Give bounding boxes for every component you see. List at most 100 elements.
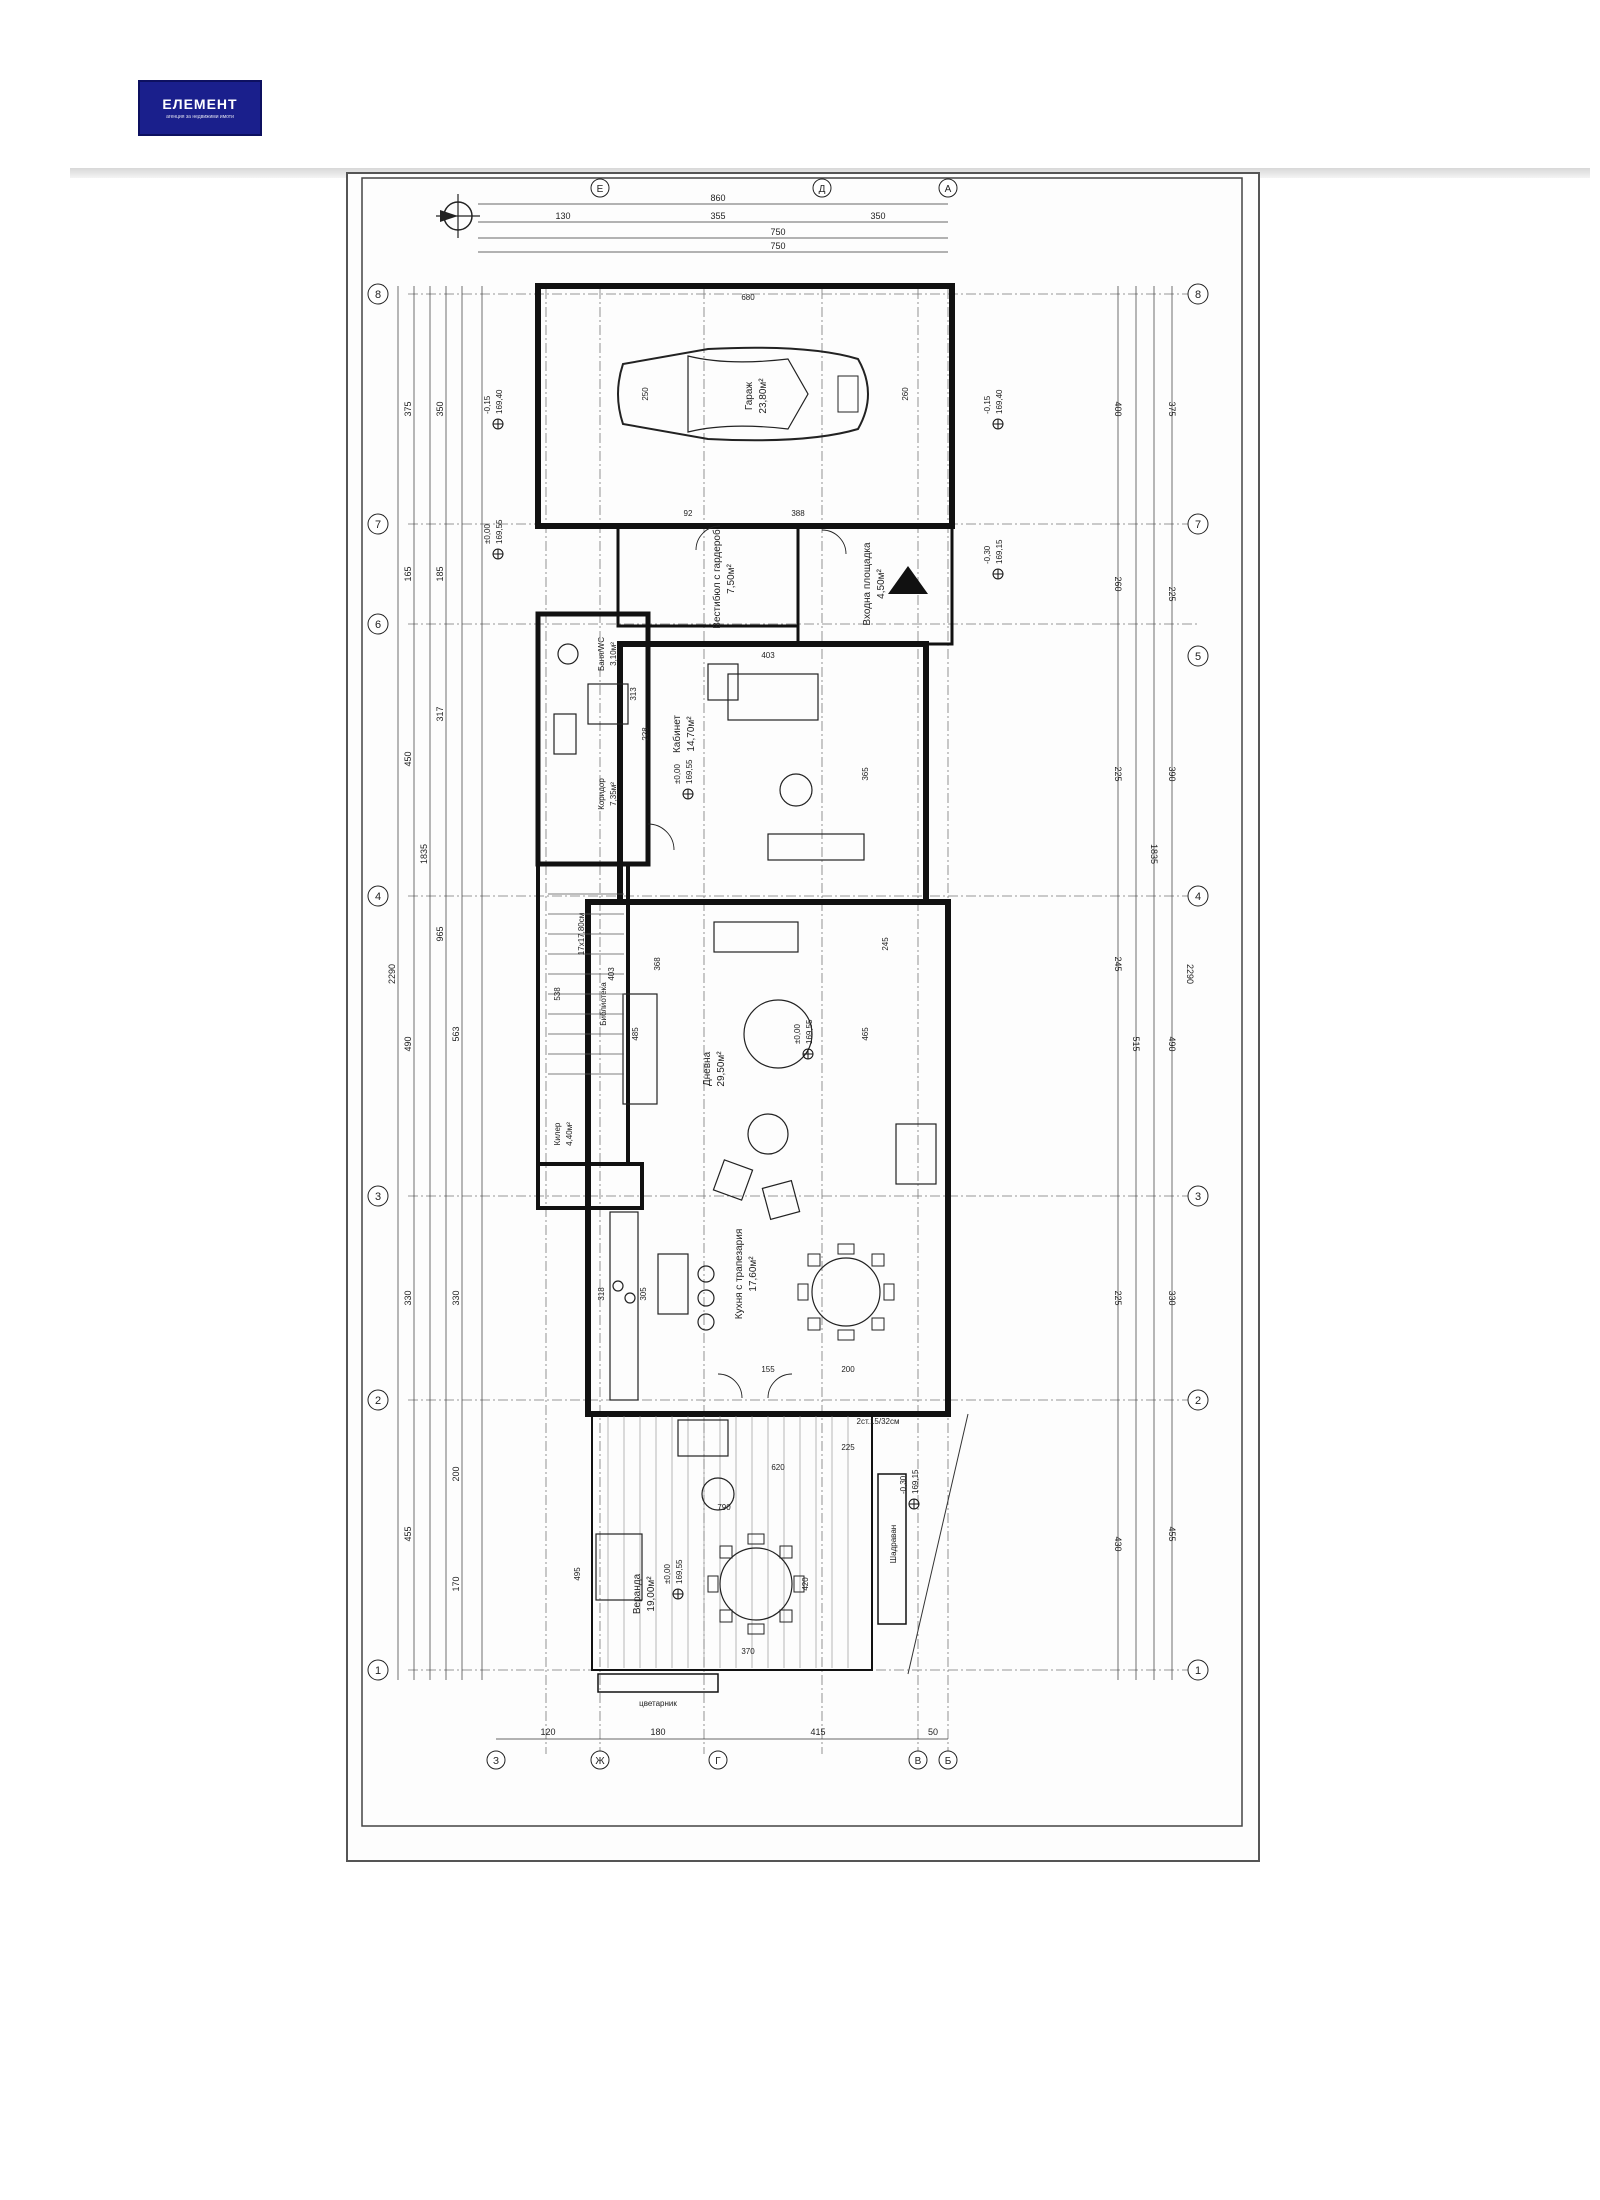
veranda-table-icon xyxy=(719,1547,793,1621)
dim-left-490: 490 xyxy=(403,1036,413,1051)
interior-dimensions: 250 260 680 388 92 403 313 228 365 485 4… xyxy=(553,293,910,1656)
dim-left-165: 165 xyxy=(403,566,413,581)
dim-inner-965: 965 xyxy=(435,926,445,941)
axis-marker-Z: З xyxy=(486,1750,506,1770)
axis-label-E: Е xyxy=(597,184,604,195)
dim-403b: 403 xyxy=(607,967,616,981)
drawing-sheet: 8 7 6 4 3 2 1 8 7 5 4 3 2 1 А Д Е З Ж Г … xyxy=(346,172,1260,1862)
vestibule-walls xyxy=(616,524,800,628)
shower-icon xyxy=(587,683,629,725)
svg-text:±0,00: ±0,00 xyxy=(793,1023,802,1044)
axis-label-G: Г xyxy=(715,1756,721,1767)
svg-text:29,50м²: 29,50м² xyxy=(716,1051,727,1087)
label-step-note: 2ст.15/32см xyxy=(857,1417,900,1426)
svg-text:169,15: 169,15 xyxy=(911,1469,920,1494)
dim-495: 495 xyxy=(573,1567,582,1581)
veranda-bench-icon xyxy=(677,1419,729,1457)
svg-text:Вестибюл с гардероб: Вестибюл с гардероб xyxy=(711,529,723,629)
left-dimension-texts: 2290 375 165 450 490 330 455 1835 350 18… xyxy=(387,401,461,1591)
stair-treads xyxy=(548,893,624,1075)
dim-right-330: 330 xyxy=(1167,1290,1177,1305)
axis-marker-2: 2 xyxy=(367,1389,389,1411)
svg-text:Килер: Килер xyxy=(553,1122,562,1145)
logo-title: ЕЛЕМЕНТ xyxy=(162,96,238,112)
dining-chairs xyxy=(707,1243,895,1635)
armchair-icon-2 xyxy=(761,1179,801,1221)
door-swing-terrace-b xyxy=(767,1373,793,1399)
dim-right-225a: 225 xyxy=(1167,586,1177,601)
elevation-entry-right: -0,30 169,15 xyxy=(983,539,1004,580)
axis-marker-6: 6 xyxy=(367,613,389,635)
north-arrow-icon xyxy=(436,194,480,238)
room-label-bath: Баня/WC 3,10м² xyxy=(597,637,618,671)
svg-text:4,40м²: 4,40м² xyxy=(565,1122,574,1146)
top-dim-350: 350 xyxy=(870,211,885,221)
elevation-garage-left: -0,15 169,40 xyxy=(483,389,504,430)
svg-text:169,40: 169,40 xyxy=(495,389,504,414)
dim-225: 225 xyxy=(841,1443,855,1452)
walls xyxy=(535,283,955,1671)
axis-marker-V: В xyxy=(908,1750,928,1770)
dim-right-1835: 1835 xyxy=(1149,844,1159,864)
desk-icon xyxy=(727,673,819,721)
floor-plan: 8 7 6 4 3 2 1 8 7 5 4 3 2 1 А Д Е З Ж Г … xyxy=(361,177,1243,1827)
dim-370: 370 xyxy=(741,1647,755,1656)
axis-marker-G: Г xyxy=(708,1750,728,1770)
right-dimension-lines xyxy=(1117,286,1173,1680)
svg-text:Гараж: Гараж xyxy=(744,382,755,411)
living-sofa-icon xyxy=(622,993,658,1105)
dim-right-515: 515 xyxy=(1131,1036,1141,1051)
veranda-decking xyxy=(607,1416,849,1668)
top-dim-130: 130 xyxy=(555,211,570,221)
dim-right-375: 375 xyxy=(1167,401,1177,416)
coffee-table-icon xyxy=(747,1113,789,1155)
axis-marker-1: 1 xyxy=(367,1659,389,1681)
dim-garage-388: 388 xyxy=(791,509,805,518)
svg-text:Дневна: Дневна xyxy=(702,1051,713,1086)
axis-label-2-right: 2 xyxy=(1195,1395,1201,1407)
dim-bottom-50: 50 xyxy=(928,1727,938,1737)
car-icon xyxy=(617,346,869,442)
axis-marker-E: Е xyxy=(590,178,610,198)
room-label-entry: Входна площадка 4,50м² xyxy=(862,542,887,626)
axis-label-1: 1 xyxy=(375,1665,381,1677)
room-label-corridor: Коридор 7,35м² xyxy=(597,778,618,810)
axis-label-7-right: 7 xyxy=(1195,519,1201,531)
door-swing-entry xyxy=(821,529,847,555)
elevation-study: ±0,00 169,55 xyxy=(673,759,694,800)
label-flower-bed: цветарник xyxy=(639,1699,677,1708)
dim-bottom-180: 180 xyxy=(650,1727,665,1737)
svg-text:Веранда: Веранда xyxy=(632,1573,643,1614)
svg-text:169,40: 169,40 xyxy=(995,389,1004,414)
axis-label-2: 2 xyxy=(375,1395,381,1407)
axis-marker-A: А xyxy=(938,178,958,198)
svg-text:2ст.15/32см: 2ст.15/32см xyxy=(857,1417,900,1426)
dim-228: 228 xyxy=(641,727,650,741)
fireplace-icon xyxy=(895,1123,937,1185)
axis-label-Z: З xyxy=(493,1756,499,1767)
room-label-garage: Гараж 23,80м² xyxy=(744,378,769,414)
label-fountain: Шадраван xyxy=(889,1525,898,1563)
svg-text:Библиотека: Библиотека xyxy=(599,982,608,1026)
svg-text:169,55: 169,55 xyxy=(685,759,694,784)
dim-538: 538 xyxy=(553,987,562,1001)
svg-text:±0,00: ±0,00 xyxy=(673,763,682,784)
column-axis-markers: А Д Е З Ж Г В Б xyxy=(486,178,958,1770)
svg-text:23,80м²: 23,80м² xyxy=(758,378,769,414)
room-label-kitchen: Кухня с трапезария 17,60м² xyxy=(734,1229,759,1320)
top-dim-860: 860 xyxy=(710,193,725,203)
flower-bed-right xyxy=(877,1473,907,1625)
inner-border xyxy=(361,177,1243,1827)
axis-label-1-right: 1 xyxy=(1195,1665,1201,1677)
axis-label-8: 8 xyxy=(375,289,381,301)
svg-text:Коридор: Коридор xyxy=(597,778,606,810)
dim-inner-330: 330 xyxy=(451,1290,461,1305)
dim-right-225b: 225 xyxy=(1113,1290,1123,1305)
dim-right-400: 400 xyxy=(1113,401,1123,416)
svg-text:19,00м²: 19,00м² xyxy=(646,1576,657,1612)
label-stairs: 17х17,80см xyxy=(577,913,586,955)
room-label-study: Кабинет 14,70м² xyxy=(671,715,697,753)
rug-round-icon xyxy=(743,999,813,1069)
elevation-entry-left: ±0,00 169,55 xyxy=(483,519,504,560)
top-dim-355: 355 xyxy=(710,211,725,221)
